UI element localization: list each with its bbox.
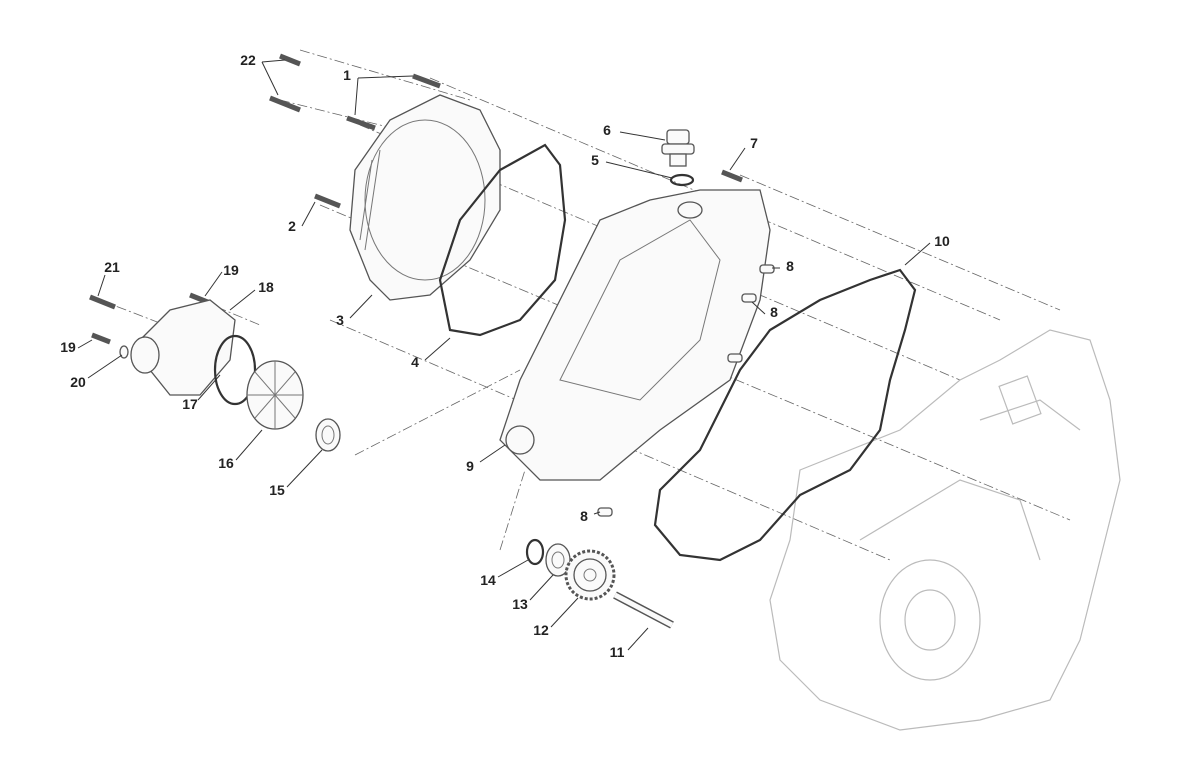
callout-label-21: 21 bbox=[104, 259, 120, 275]
clutch-cover bbox=[349, 94, 501, 301]
callout-label-19: 19 bbox=[223, 262, 239, 278]
callout-label-22: 22 bbox=[240, 52, 256, 68]
callout-label-8: 8 bbox=[770, 304, 778, 320]
callout-label-8: 8 bbox=[786, 258, 794, 274]
callout-label-12: 12 bbox=[533, 622, 549, 638]
callout-label-9: 9 bbox=[466, 458, 474, 474]
callout-label-7: 7 bbox=[750, 135, 758, 151]
callout-label-8: 8 bbox=[580, 508, 588, 524]
callout-label-15: 15 bbox=[269, 482, 285, 498]
crankcase-gasket bbox=[653, 268, 917, 562]
callout-label-1: 1 bbox=[343, 67, 351, 83]
callout-label-18: 18 bbox=[258, 279, 274, 295]
callout-label-17: 17 bbox=[182, 396, 198, 412]
callout-label-4: 4 bbox=[411, 354, 419, 370]
callout-label-3: 3 bbox=[336, 312, 344, 328]
callout-label-20: 20 bbox=[70, 374, 86, 390]
callout-label-2: 2 bbox=[288, 218, 296, 234]
engine-crankcase bbox=[769, 329, 1121, 731]
pump-shaft bbox=[613, 591, 674, 629]
pump-o-ring bbox=[213, 334, 257, 406]
dowel-pins bbox=[597, 264, 775, 517]
callout-label-11: 11 bbox=[609, 644, 625, 660]
callout-label-16: 16 bbox=[218, 455, 234, 471]
water-pump-cover bbox=[130, 299, 236, 396]
clutch-cover-gasket bbox=[438, 143, 567, 337]
leader-lines bbox=[77, 59, 931, 651]
shaft-seal bbox=[315, 418, 341, 452]
pump-gear bbox=[564, 549, 616, 601]
callout-label-6: 6 bbox=[603, 122, 611, 138]
callout-label-10: 10 bbox=[934, 233, 950, 249]
callout-label-5: 5 bbox=[591, 152, 599, 168]
callout-label-14: 14 bbox=[480, 572, 496, 588]
callout-label-13: 13 bbox=[512, 596, 528, 612]
circlip bbox=[525, 538, 545, 566]
oil-filler-plug bbox=[661, 129, 695, 187]
bolts bbox=[89, 53, 743, 359]
side-cover bbox=[499, 189, 771, 481]
impeller bbox=[246, 360, 304, 430]
callout-label-19: 19 bbox=[60, 339, 76, 355]
